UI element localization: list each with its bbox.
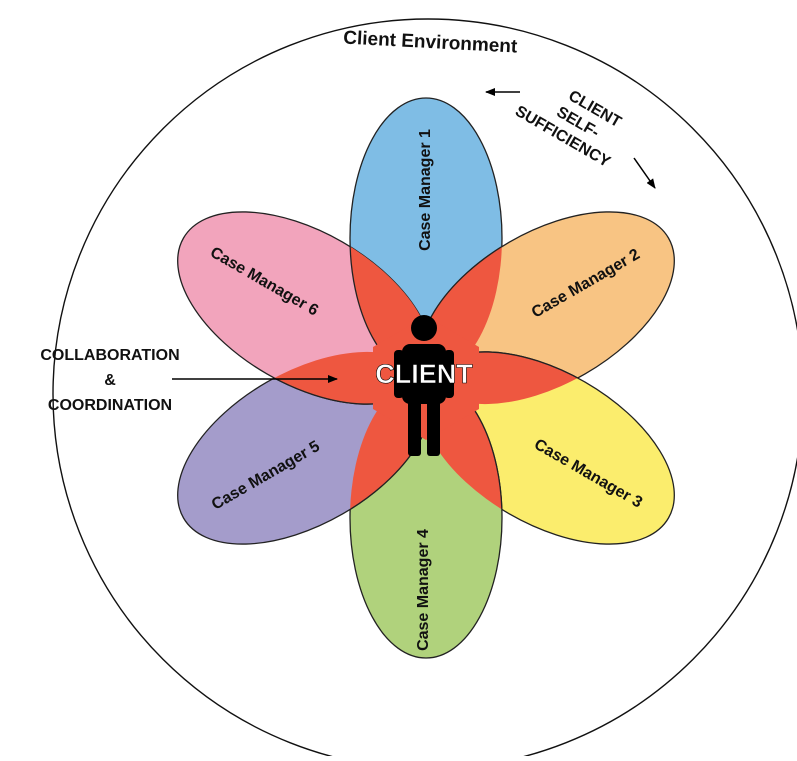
collaboration-group: COLLABORATION & COORDINATION: [40, 347, 179, 414]
person-icon: [394, 315, 454, 456]
collaboration-line-2: &: [104, 372, 116, 389]
self-sufficiency-arrow-right: [633, 157, 656, 189]
case-manager-1-label: Case Manager 1: [417, 129, 434, 251]
collaboration-line-3: COORDINATION: [48, 397, 172, 414]
collaboration-line-1: COLLABORATION: [40, 347, 179, 364]
client-label: CLIENT: [375, 359, 473, 389]
case-manager-4-label: Case Manager 4: [415, 529, 432, 651]
